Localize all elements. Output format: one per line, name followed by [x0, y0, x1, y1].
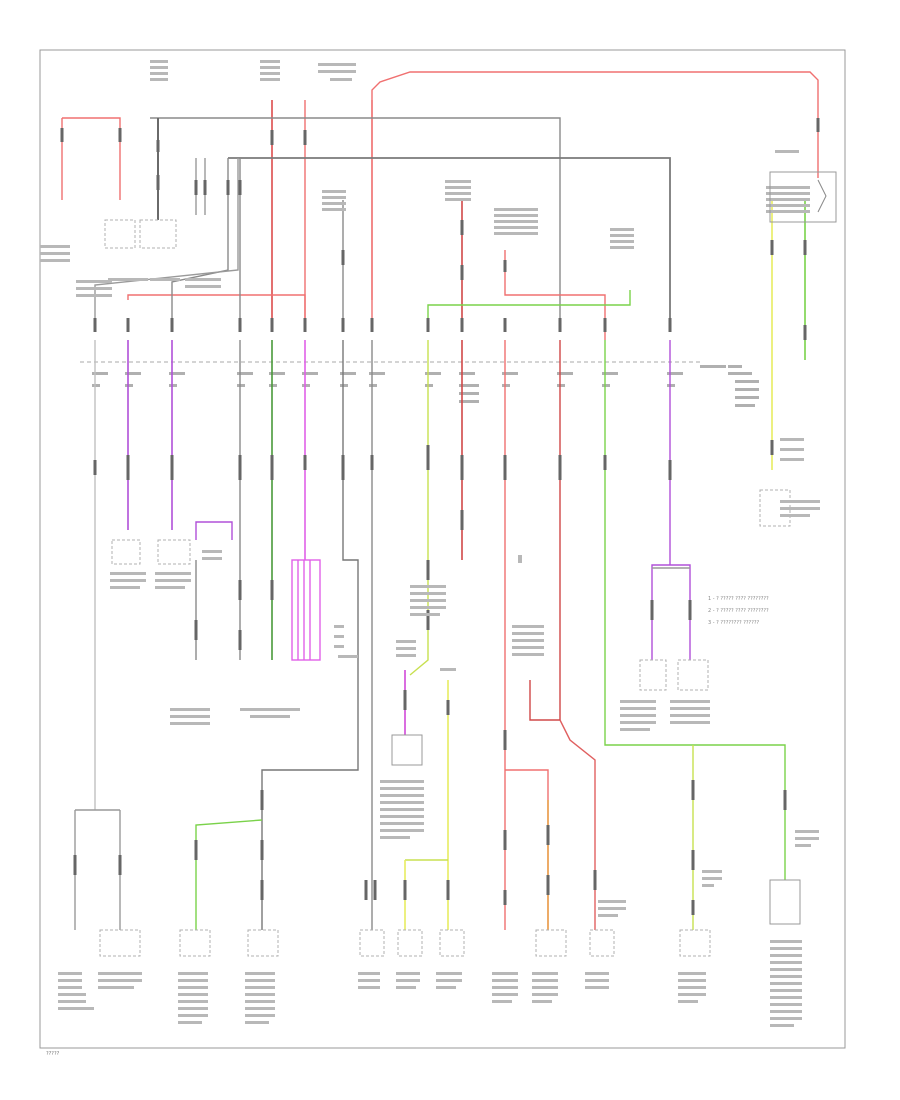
legend-item-2: 2 - ? ????? ???? ????????	[708, 608, 769, 614]
top-wiring	[61, 71, 819, 470]
lower-wiring	[74, 340, 786, 930]
module-box	[769, 879, 801, 925]
diagram-frame	[39, 49, 846, 1049]
legend-item-3: 3 - ? ???????? ??????	[708, 620, 759, 626]
relay-box	[391, 734, 423, 766]
lower-labels	[58, 438, 820, 1027]
top-components	[40, 60, 837, 340]
lower-connectors	[73, 440, 787, 915]
corner-mark: ?????	[46, 1051, 60, 1057]
lower-components	[99, 489, 791, 957]
legend-item-1: 1 - ? ????? ???? ????????	[708, 596, 769, 602]
legend: 1 - ? ????? ???? ???????? 2 - ? ????? ??…	[708, 596, 769, 626]
main-connector-row	[80, 318, 759, 407]
